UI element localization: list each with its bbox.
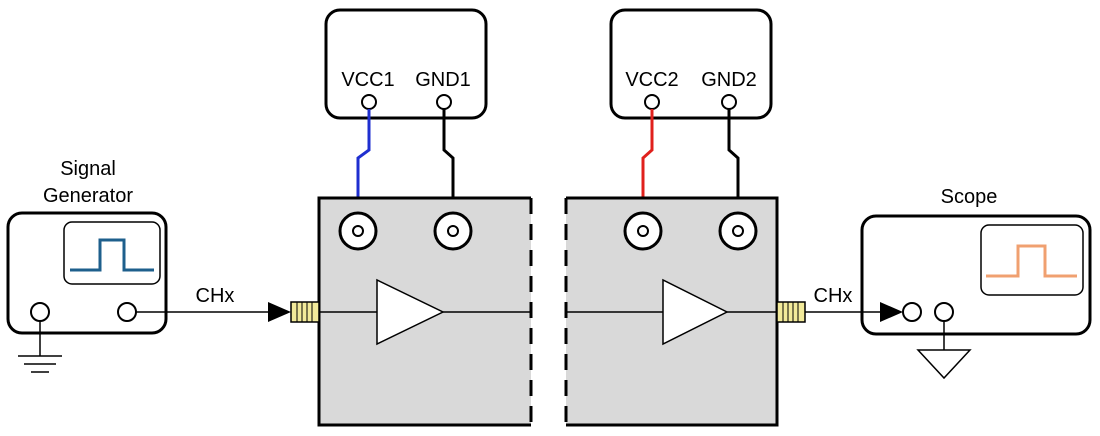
scope-waveform-icon xyxy=(986,244,1077,278)
power-supply-2-box xyxy=(609,8,773,120)
gnd2-label: GND2 xyxy=(701,69,757,91)
output-arrow-icon xyxy=(880,302,903,322)
signal-generator-label-line2: Generator xyxy=(43,185,133,207)
signal-generator-output-terminal[interactable] xyxy=(117,302,137,322)
gnd1-label: GND1 xyxy=(415,69,471,91)
input-arrow-icon xyxy=(268,302,291,322)
pulse-waveform-icon xyxy=(70,238,154,272)
scope-input-terminal[interactable] xyxy=(902,302,922,322)
power-supply-2: VCC2 GND2 xyxy=(609,8,773,120)
evaluation-board xyxy=(317,196,779,427)
gnd1-terminal[interactable] xyxy=(436,94,452,110)
buffer-1-icon xyxy=(376,278,445,346)
scope-screen xyxy=(980,224,1084,296)
signal-generator-ground-terminal[interactable] xyxy=(30,302,50,322)
ground-symbol-icon xyxy=(18,321,62,373)
signal-generator-screen xyxy=(63,221,161,285)
isolation-barrier-gap xyxy=(531,196,566,427)
signal-generator-label-line1: Signal xyxy=(60,158,116,180)
vcc1-terminal[interactable] xyxy=(361,94,377,110)
vcc1-wire xyxy=(356,109,371,216)
scope-ground-terminal[interactable] xyxy=(934,302,954,322)
vcc2-terminal[interactable] xyxy=(644,94,660,110)
scope-ground-symbol-icon xyxy=(916,321,972,380)
vcc2-wire xyxy=(641,109,654,216)
board-gnd2-jack[interactable] xyxy=(718,211,758,251)
board-vcc1-jack[interactable] xyxy=(338,211,378,251)
power-supply-1-box xyxy=(324,8,488,120)
input-channel-label: CHx xyxy=(196,285,235,307)
power-supply-1: VCC1 GND1 xyxy=(324,8,488,120)
output-channel-label: CHx xyxy=(814,285,853,307)
vcc1-label: VCC1 xyxy=(341,69,394,91)
board-vcc2-jack[interactable] xyxy=(623,211,663,251)
vcc2-label: VCC2 xyxy=(625,69,678,91)
buffer-2-icon xyxy=(662,278,729,346)
gnd2-wire xyxy=(727,109,740,216)
input-sma-connector[interactable] xyxy=(290,301,320,323)
signal-generator: Signal Generator xyxy=(6,158,168,335)
scope-label: Scope xyxy=(941,186,998,208)
board-gnd1-jack[interactable] xyxy=(433,211,473,251)
output-sma-connector[interactable] xyxy=(776,301,806,323)
gnd2-terminal[interactable] xyxy=(721,94,737,110)
scope: Scope xyxy=(860,186,1092,336)
gnd1-wire xyxy=(442,109,455,216)
